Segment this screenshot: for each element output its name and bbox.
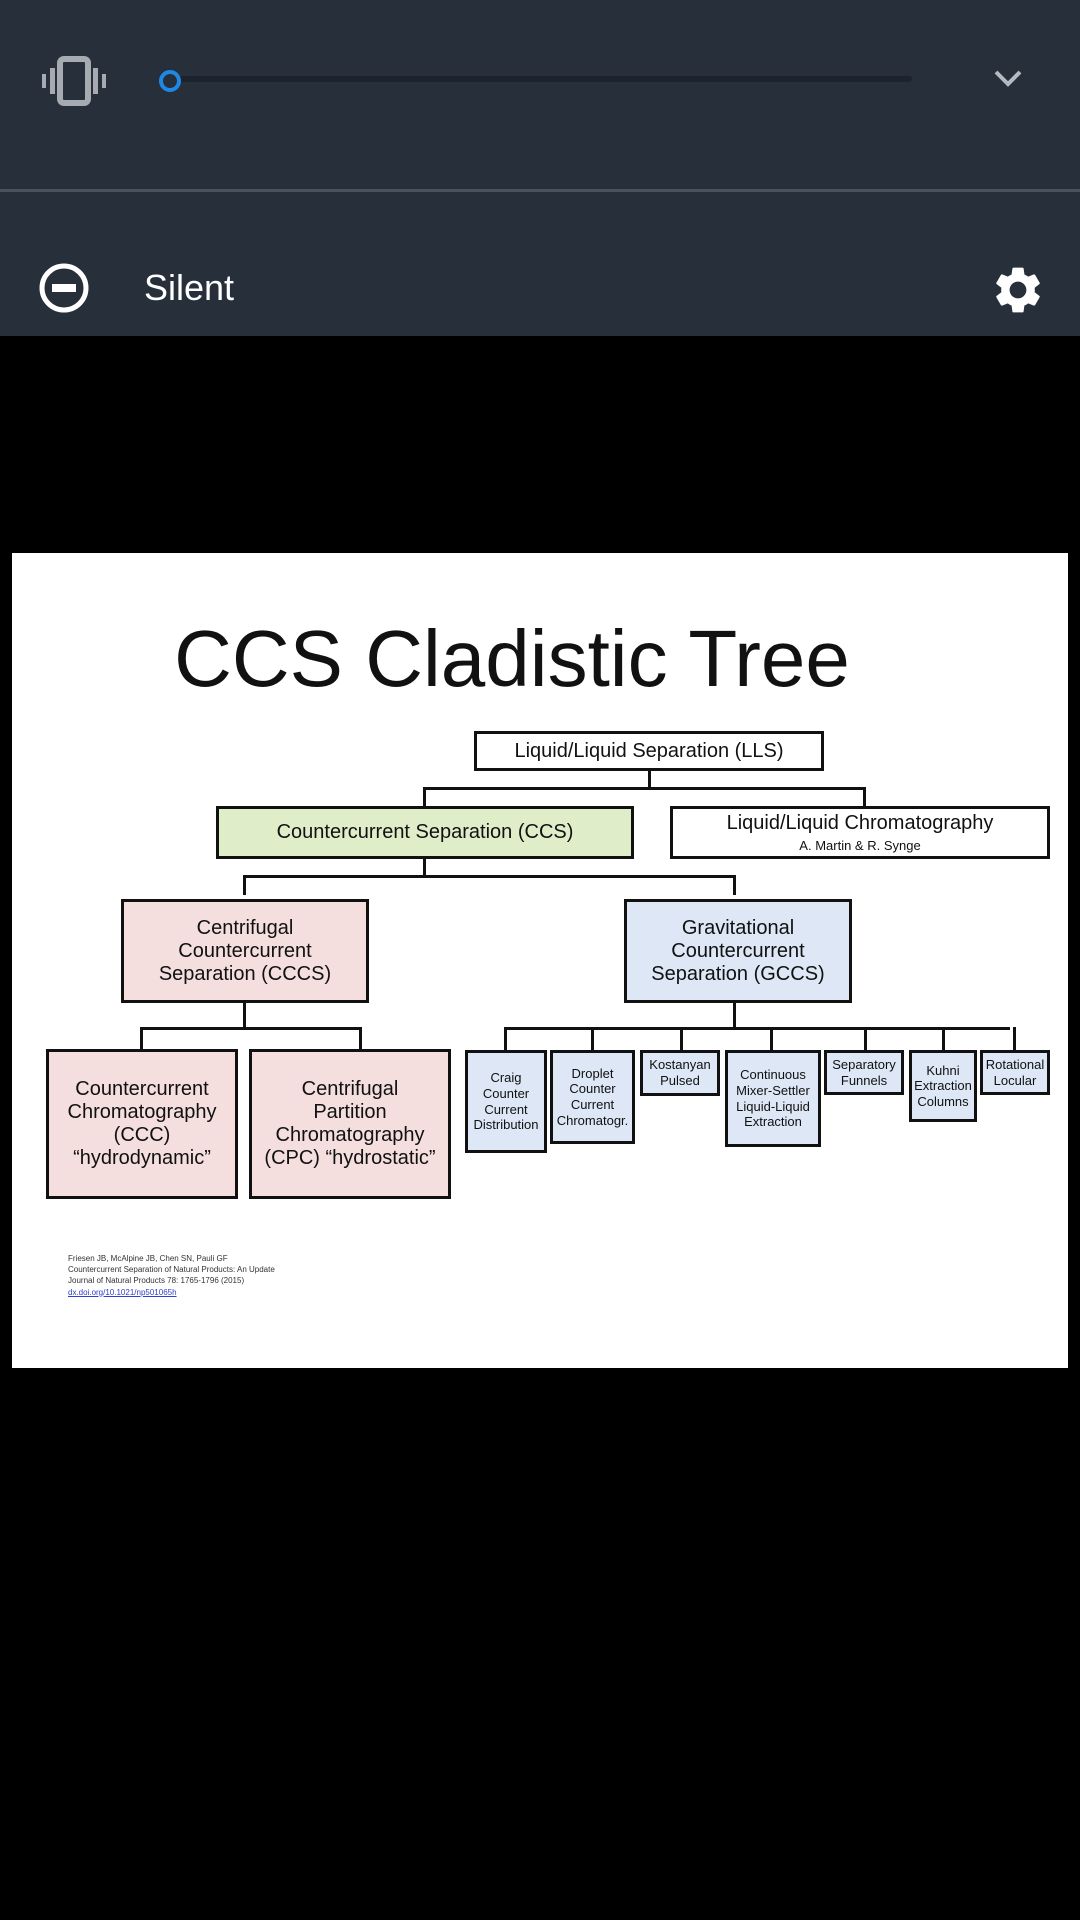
node-craig: Craig Counter Current Distribution xyxy=(465,1050,547,1153)
node-label: Liquid/Liquid Separation (LLS) xyxy=(514,739,784,762)
connector xyxy=(140,1027,143,1051)
connector xyxy=(423,857,426,877)
node-label: Countercurrent Chromatography (CCC) “hyd… xyxy=(67,1078,217,1169)
connector xyxy=(648,769,651,789)
node-ccc: Countercurrent Chromatography (CCC) “hyd… xyxy=(46,1049,238,1199)
node-label: Droplet Counter Current Chromatogr. xyxy=(556,1065,629,1128)
node-droplet: Droplet Counter Current Chromatogr. xyxy=(550,1050,635,1144)
connector xyxy=(504,1027,507,1051)
slide-image: CCS Cladistic Tree Liquid/Liquid Separat… xyxy=(12,553,1068,1368)
connector xyxy=(770,1027,773,1051)
do-not-disturb-icon[interactable] xyxy=(38,262,90,314)
connector xyxy=(243,875,736,878)
node-label: Centrifugal Countercurrent Separation (C… xyxy=(158,916,332,985)
node-funnels: Separatory Funnels xyxy=(824,1050,904,1095)
node-label: Separatory Funnels xyxy=(832,1056,896,1088)
connector xyxy=(359,1027,362,1051)
connector xyxy=(243,1001,246,1029)
node-label: Rotational Locular xyxy=(985,1056,1045,1088)
connector xyxy=(140,1027,362,1030)
vibrate-icon[interactable] xyxy=(42,56,106,106)
ringer-mode-label: Silent xyxy=(144,267,235,308)
reference-title: Countercurrent Separation of Natural Pro… xyxy=(68,1265,275,1275)
node-kostanyan: Kostanyan Pulsed xyxy=(640,1050,720,1096)
reference-authors: Friesen JB, McAlpine JB, Chen SN, Pauli … xyxy=(68,1254,228,1263)
reference-text: Friesen JB, McAlpine JB, Chen SN, Pauli … xyxy=(68,1253,275,1298)
node-label: Continuous Mixer-Settler Liquid-Liquid E… xyxy=(736,1067,810,1130)
node-lls: Liquid/Liquid Separation (LLS) xyxy=(474,731,824,771)
node-label: Countercurrent Separation (CCS) xyxy=(276,821,574,843)
connector xyxy=(863,787,866,809)
gear-icon[interactable] xyxy=(990,262,1046,318)
node-kuhni: Kuhni Extraction Columns xyxy=(909,1050,977,1122)
volume-panel: Silent xyxy=(0,0,1080,336)
node-cpc: Centrifugal Partition Chromatography (CP… xyxy=(249,1049,451,1199)
node-label: Craig Counter Current Distribution xyxy=(473,1070,539,1133)
connector xyxy=(504,1027,1010,1030)
node-sublabel: A. Martin & R. Synge xyxy=(799,837,921,853)
node-label: Kostanyan Pulsed xyxy=(649,1057,711,1088)
node-label: Kuhni Extraction Columns xyxy=(914,1062,972,1109)
node-label: Centrifugal Partition Chromatography (CP… xyxy=(264,1078,436,1169)
connector xyxy=(942,1027,945,1051)
connector xyxy=(423,787,426,809)
node-gccs: Gravitational Countercurrent Separation … xyxy=(624,899,852,1003)
node-label: Gravitational Countercurrent Separation … xyxy=(651,916,825,985)
connector xyxy=(423,787,866,790)
slide-title: CCS Cladistic Tree xyxy=(174,614,850,703)
node-ccs: Countercurrent Separation (CCS) xyxy=(216,806,634,859)
node-rotational: Rotational Locular xyxy=(980,1050,1050,1095)
node-cccs: Centrifugal Countercurrent Separation (C… xyxy=(121,899,369,1003)
reference-link[interactable]: dx.doi.org/10.1021/np501065h xyxy=(68,1287,177,1297)
connector xyxy=(243,875,246,895)
connector xyxy=(591,1027,594,1051)
volume-slider-thumb[interactable] xyxy=(159,70,181,92)
connector xyxy=(1013,1027,1016,1051)
chevron-down-icon[interactable] xyxy=(990,60,1026,96)
reference-journal: Journal of Natural Products 78: 1765-179… xyxy=(68,1276,245,1286)
volume-slider[interactable] xyxy=(168,76,912,82)
node-label: Liquid/Liquid Chromatography xyxy=(726,811,994,834)
connector xyxy=(733,1001,736,1029)
connector xyxy=(733,875,736,895)
node-continuous: Continuous Mixer-Settler Liquid-Liquid E… xyxy=(725,1050,821,1147)
panel-divider xyxy=(0,189,1080,192)
node-llc: Liquid/Liquid Chromatography A. Martin &… xyxy=(670,806,1050,859)
connector xyxy=(864,1027,867,1051)
connector xyxy=(680,1027,683,1051)
